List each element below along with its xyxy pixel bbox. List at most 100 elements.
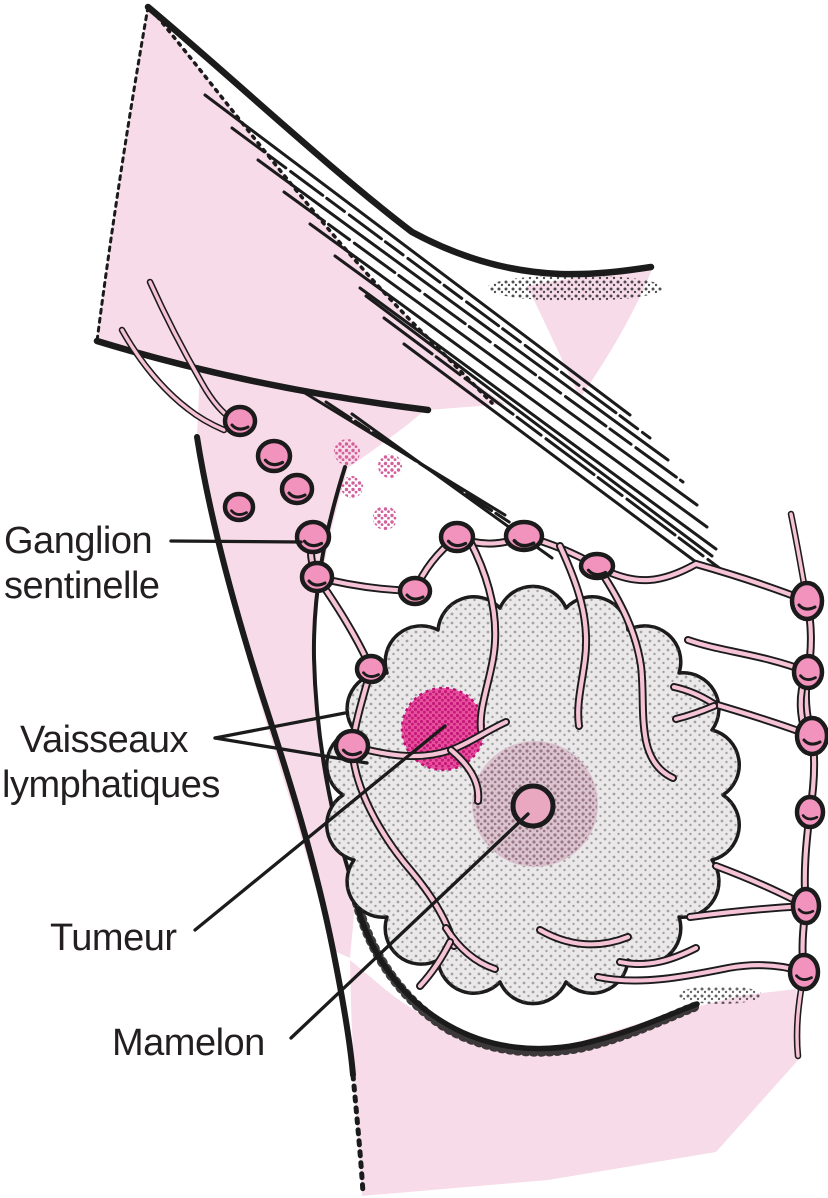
lymph-node (791, 653, 825, 691)
lymph-node-body (354, 653, 388, 685)
lymph-node-body (789, 580, 825, 622)
lymph-node-body (791, 653, 825, 691)
arm-region (97, 7, 505, 410)
lymph-node-crease (405, 593, 425, 601)
stippled-node-cluster (378, 454, 402, 478)
lymph-node (299, 560, 335, 594)
leader-ganglion (169, 539, 303, 544)
label-vaisseaux-line1: Vaisseaux (20, 719, 189, 761)
lymph-node (503, 519, 545, 553)
lymph-node-crease (795, 974, 813, 981)
lymph-node (578, 551, 616, 581)
lymph-vessel (594, 561, 810, 604)
lymph-node-crease (263, 458, 285, 467)
lymph-node-crease (230, 423, 250, 431)
muscle-fibers (203, 93, 724, 572)
lymph-node (790, 886, 822, 926)
lymph-node-crease (797, 908, 815, 915)
lymph-node (787, 952, 821, 992)
arm-left-edge (95, 5, 150, 343)
lymph-node-body (222, 491, 256, 523)
breast-underside-stubble (350, 890, 699, 1057)
lymph-vessel (120, 328, 226, 432)
lymph-vessel (617, 945, 699, 967)
lymph-node-body (294, 519, 332, 555)
stippled-node-cluster (341, 476, 363, 498)
stippled-node-cluster (334, 439, 360, 465)
lymph-node-body (279, 472, 315, 506)
lymph-node-crease (512, 539, 536, 548)
muscle-fiber-line (230, 126, 652, 440)
muscle-fiber-line (364, 294, 714, 558)
nipple (510, 783, 556, 829)
lymph-node (794, 715, 828, 757)
lymph-nodes (222, 404, 828, 992)
lymph-vessel (595, 963, 807, 983)
label-ganglion-line2: sentinelle (4, 565, 160, 607)
lymph-node-body (794, 794, 826, 830)
lymph-vessel (467, 538, 498, 733)
muscle-fiber-line (256, 158, 670, 462)
lymph-vessel (417, 939, 453, 989)
lymph-node (279, 472, 315, 506)
stippled-node-cluster (373, 506, 397, 530)
lymph-node (294, 519, 332, 555)
lymph-node-crease (586, 568, 608, 577)
lymph-node-crease (302, 539, 324, 548)
lymph-node-crease (446, 539, 468, 548)
shoulder-wedge-region (527, 269, 652, 398)
lateral-body-line (194, 434, 356, 1078)
label-mamelon: Mamelon (112, 1022, 265, 1064)
muscle-fiber-line (308, 222, 699, 507)
lymph-node (333, 728, 371, 764)
torso-region (350, 960, 801, 1196)
lateral-body-line-fade (350, 1072, 366, 1196)
breast-gland (325, 584, 741, 1006)
lymph-node-crease (799, 674, 817, 681)
axilla-region (197, 368, 425, 958)
label-tumeur: Tumeur (50, 917, 177, 959)
lymph-node (789, 580, 825, 622)
body-regions (97, 7, 801, 1196)
leader-vaisseaux-lower (213, 736, 369, 765)
leader-lines (169, 539, 530, 1040)
stippled-node-clusters (334, 439, 402, 530)
arm-inner-edge-dotted (150, 8, 494, 405)
shoulder-stipple (487, 275, 663, 301)
muscle-fiber-line (358, 286, 718, 551)
lymph-vessel (349, 719, 509, 759)
lymph-vessel-outline (593, 559, 811, 605)
lymph-node-body (794, 715, 828, 757)
muscle-fiber-line (382, 316, 724, 572)
lymph-vessel (671, 684, 717, 707)
lymph-node-crease (802, 738, 822, 746)
lymph-node (794, 794, 826, 830)
leader-vaisseaux-upper (213, 711, 347, 740)
lymph-vessel (443, 925, 498, 972)
leader-tumeur (193, 724, 447, 932)
muscle-fiber-line (282, 190, 685, 484)
labels: Ganglion sentinelle Vaisseaux lymphatiqu… (2, 520, 265, 1064)
lymph-node (222, 404, 258, 438)
lymph-vessel (685, 637, 811, 675)
lymph-vessel (349, 743, 457, 949)
lymph-node-crease (362, 671, 380, 678)
lymph-node-crease (287, 491, 307, 499)
lymph-node-body (299, 560, 335, 594)
muscle-fiber-line (203, 93, 632, 417)
lymph-vessel (673, 703, 717, 722)
lymph-node (397, 575, 433, 607)
lymph-node-body (222, 404, 258, 438)
label-ganglion-line1: Ganglion (4, 520, 152, 562)
label-vaisseaux-line2: lymphatiques (2, 764, 220, 806)
muscle-fiber-line (333, 254, 709, 529)
lymph-node-body (787, 952, 821, 992)
lymph-node-crease (307, 579, 327, 587)
stipple-shading (487, 275, 762, 1004)
lymph-node (354, 653, 388, 685)
lymph-vessel (448, 747, 481, 804)
underside-stipple (678, 986, 762, 1004)
lymph-node-crease (797, 603, 817, 611)
